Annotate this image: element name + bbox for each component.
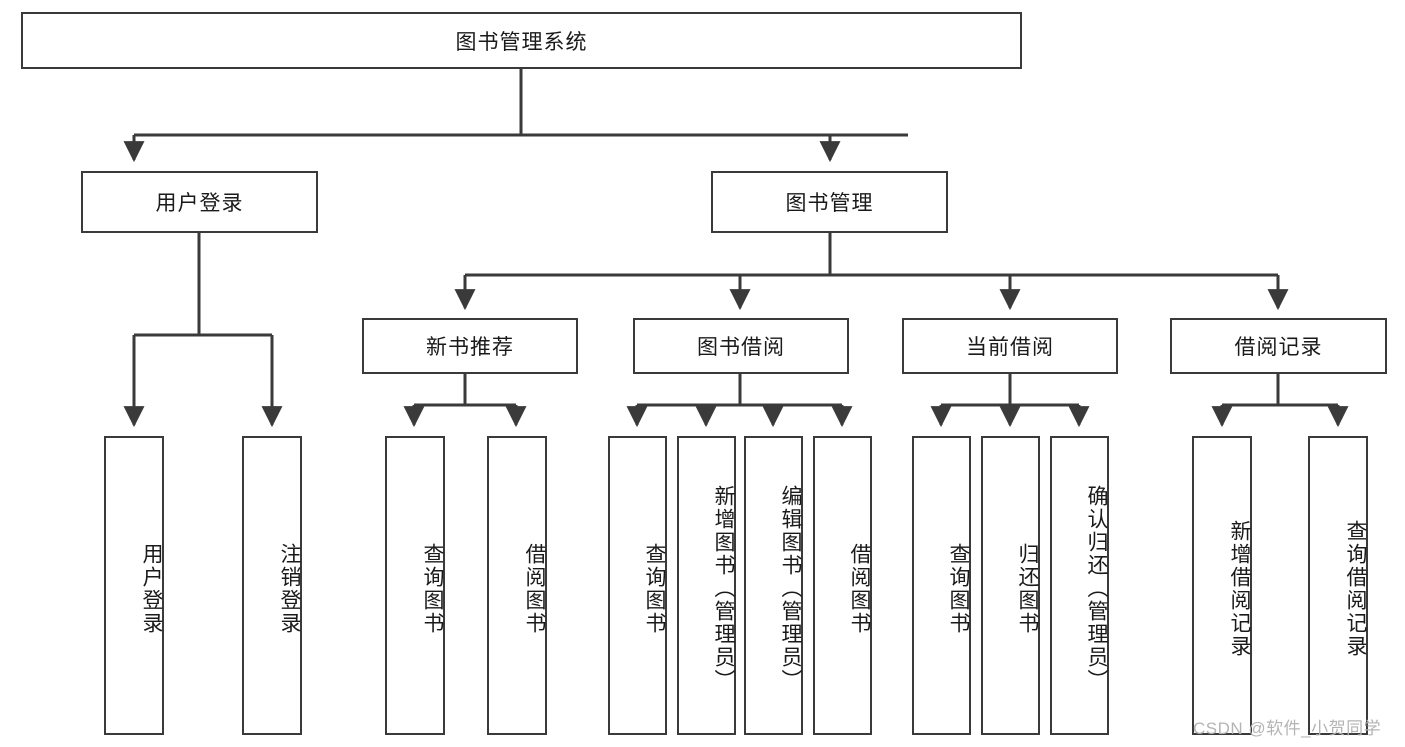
node-label: 借阅记录 <box>1234 336 1323 359</box>
leaf-new-book-query-book[interactable]: 查询图书 <box>385 436 445 735</box>
node-label: 查询图书 <box>643 542 666 635</box>
node-label: 借阅图书 <box>523 542 546 635</box>
node-label: 新增借阅记录 <box>1228 519 1251 658</box>
csdn-watermark: CSDN @软件_小贺同学 <box>1193 719 1382 738</box>
node-label: 用户登录 <box>155 192 244 215</box>
node-book-management[interactable]: 图书管理 <box>711 171 948 233</box>
leaf-book-borrow-edit-book-admin[interactable]: 编辑图书（管理员） <box>744 436 803 735</box>
leaf-new-book-borrow-book[interactable]: 借阅图书 <box>487 436 547 735</box>
leaf-current-borrow-query-book[interactable]: 查询图书 <box>912 436 971 735</box>
leaf-book-borrow-borrow-book[interactable]: 借阅图书 <box>813 436 872 735</box>
node-label: 确认归还（管理员） <box>1085 485 1108 692</box>
node-new-book-recommend[interactable]: 新书推荐 <box>362 318 578 374</box>
node-label: 注销登录 <box>278 542 301 635</box>
node-book-borrow[interactable]: 图书借阅 <box>633 318 849 374</box>
node-label: 图书管理系统 <box>455 30 588 54</box>
node-label: 查询借阅记录 <box>1344 519 1367 658</box>
node-label: 归还图书 <box>1016 542 1039 635</box>
node-label: 用户登录 <box>140 542 163 635</box>
leaf-book-borrow-add-book-admin[interactable]: 新增图书（管理员） <box>677 436 736 735</box>
node-root-book-management-system[interactable]: 图书管理系统 <box>21 12 1022 69</box>
node-borrow-record[interactable]: 借阅记录 <box>1170 318 1387 374</box>
node-current-borrow[interactable]: 当前借阅 <box>902 318 1118 374</box>
node-label: 图书借阅 <box>697 336 785 359</box>
node-user-login[interactable]: 用户登录 <box>81 171 318 233</box>
node-label: 借阅图书 <box>848 542 871 635</box>
leaf-user-login-login[interactable]: 用户登录 <box>104 436 164 735</box>
leaf-book-borrow-query-book[interactable]: 查询图书 <box>608 436 667 735</box>
node-label: 查询图书 <box>421 542 444 635</box>
node-label: 新书推荐 <box>426 336 514 359</box>
node-label: 当前借阅 <box>966 336 1054 359</box>
leaf-user-login-logout[interactable]: 注销登录 <box>242 436 302 735</box>
leaf-current-borrow-return-book[interactable]: 归还图书 <box>981 436 1040 735</box>
leaf-current-borrow-confirm-return-admin[interactable]: 确认归还（管理员） <box>1050 436 1109 735</box>
node-label: 查询图书 <box>947 542 970 635</box>
node-label: 编辑图书（管理员） <box>779 485 802 692</box>
leaf-borrow-record-query-record[interactable]: 查询借阅记录 <box>1308 436 1368 735</box>
node-label: 新增图书（管理员） <box>712 485 735 692</box>
leaf-borrow-record-add-record[interactable]: 新增借阅记录 <box>1192 436 1252 735</box>
node-label: 图书管理 <box>785 192 874 215</box>
